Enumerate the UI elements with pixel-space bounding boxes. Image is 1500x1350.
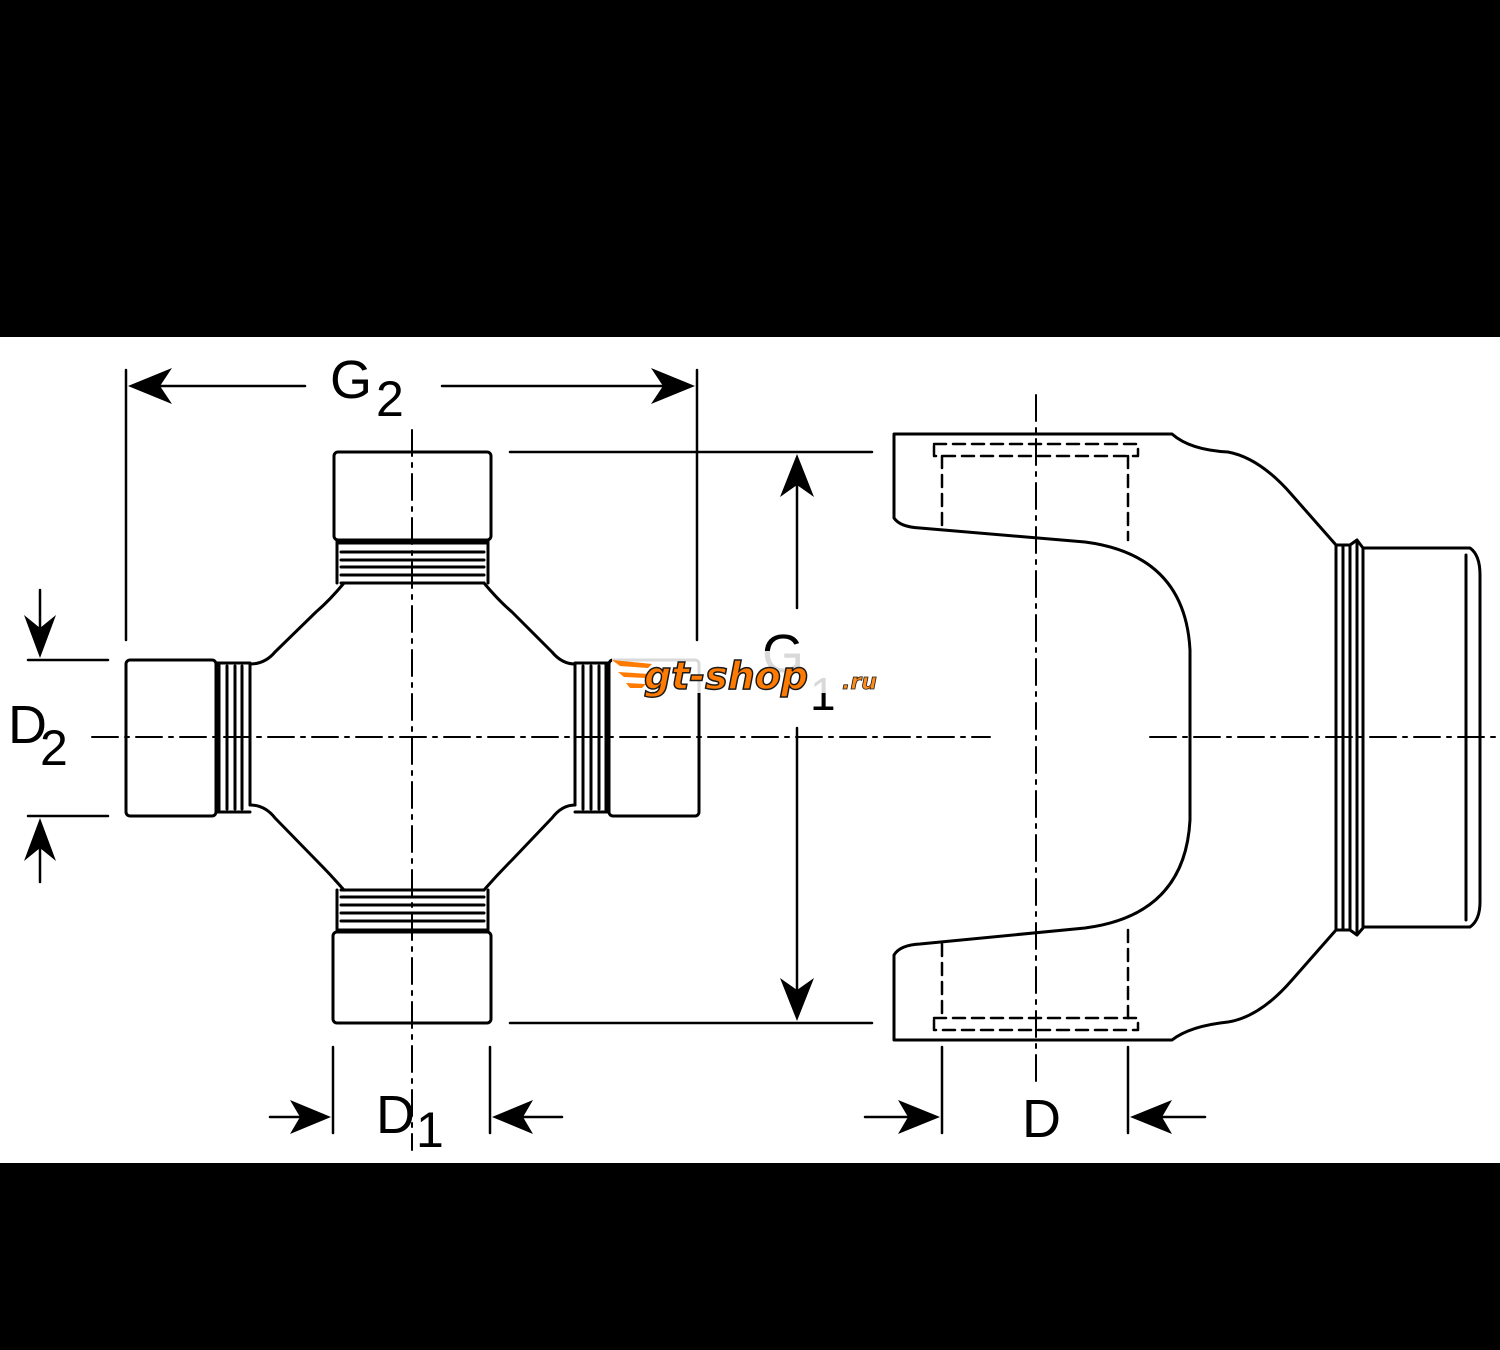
d-right-arrow bbox=[1130, 1100, 1172, 1134]
g2-left-arrow bbox=[128, 368, 172, 404]
d-left-arrow bbox=[898, 1100, 940, 1134]
d2-subscript: 2 bbox=[40, 720, 68, 776]
cross-body bbox=[248, 581, 577, 892]
d1-right-arrow bbox=[492, 1100, 533, 1134]
watermark-tld: .ru bbox=[842, 670, 877, 695]
d1-letter: D bbox=[376, 1085, 415, 1145]
label-d2: D 2 bbox=[8, 695, 68, 776]
d2-top-arrow bbox=[24, 615, 56, 658]
arrow-heads bbox=[24, 368, 1172, 1134]
label-d1: D 1 bbox=[376, 1085, 444, 1158]
g2-subscript: 2 bbox=[376, 371, 404, 427]
yoke-hidden-bore bbox=[932, 442, 1140, 1032]
yoke-shaft-tube bbox=[1361, 546, 1482, 929]
g2-right-arrow bbox=[651, 368, 695, 404]
d1-subscript: 1 bbox=[416, 1102, 444, 1158]
g2-letter: G bbox=[330, 350, 372, 410]
d1-left-arrow bbox=[290, 1100, 331, 1134]
d2-letter: D bbox=[8, 695, 47, 755]
drawing-area bbox=[0, 337, 1500, 1163]
top-black-band bbox=[0, 0, 1500, 337]
center-lines bbox=[91, 394, 1500, 1151]
label-g2: G 2 bbox=[330, 350, 404, 427]
yoke-outline bbox=[892, 432, 1338, 1042]
watermark-brand: gt-shop bbox=[644, 654, 808, 698]
bottom-black-band bbox=[0, 1163, 1500, 1350]
gt-shop-watermark: gt-shop .ru bbox=[612, 651, 890, 699]
g1-bottom-arrow bbox=[780, 978, 814, 1021]
g1-top-arrow bbox=[780, 454, 814, 497]
label-d: D bbox=[1022, 1089, 1061, 1149]
d-letter: D bbox=[1022, 1089, 1061, 1149]
d2-bottom-arrow bbox=[24, 818, 56, 861]
dimension-lines bbox=[26, 368, 1207, 1135]
